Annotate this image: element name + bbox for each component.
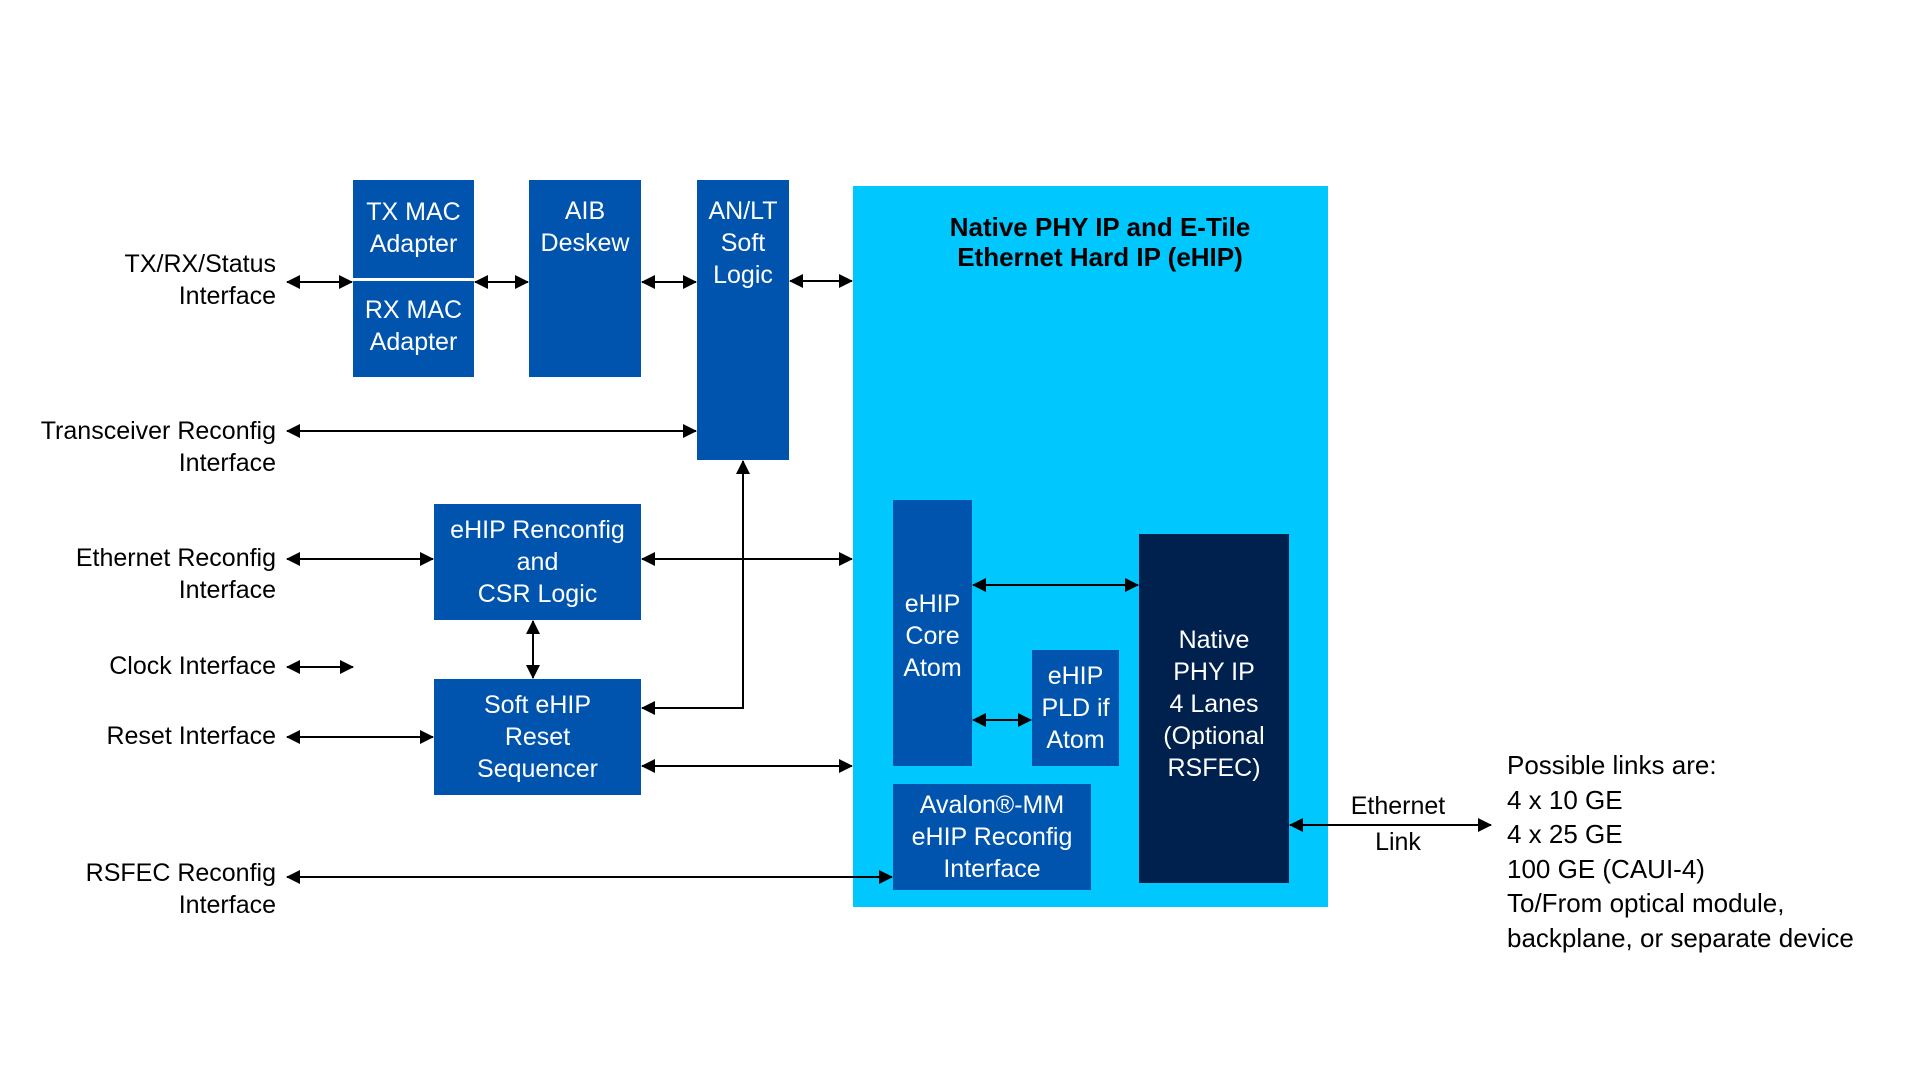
block-line: RX MAC: [364, 296, 463, 324]
block-line: Interface: [943, 855, 1041, 883]
ehip-reconfig-csr-block: eHIP Renconfig and CSR Logic: [434, 504, 641, 620]
label-line: Interface: [178, 449, 276, 477]
label-line: Link: [1375, 828, 1421, 856]
ehip-pld-if-atom-block: eHIP PLD if Atom: [1032, 650, 1119, 766]
label-line: Interface: [178, 282, 276, 310]
block-line: Atom: [903, 654, 962, 682]
aib-deskew-block: AIB Deskew: [529, 180, 641, 377]
block-line: Deskew: [540, 229, 630, 257]
link-note: To/From optical module,: [1507, 888, 1785, 918]
title-line: Native PHY IP and E-Tile: [949, 212, 1251, 242]
link-option: 100 GE (CAUI-4): [1507, 853, 1705, 884]
block-line: Adapter: [369, 230, 458, 258]
block-line: AN/LT: [708, 197, 778, 225]
block-line: Sequencer: [477, 755, 598, 783]
ethernet-link-label: Ethernet Link: [1348, 788, 1448, 860]
label-line: Interface: [178, 891, 276, 919]
block-line: Avalon®-MM: [919, 791, 1065, 819]
links-heading: Possible links are:: [1507, 750, 1717, 780]
block-line: Native: [1178, 626, 1250, 654]
avalon-mm-reconfig-interface-block: Avalon®-MM eHIP Reconfig Interface: [893, 784, 1091, 890]
block-line: PHY IP: [1173, 658, 1255, 686]
block-line: PLD if: [1041, 694, 1110, 722]
ehip-container-title: Native PHY IP and E-Tile Ethernet Hard I…: [853, 212, 1347, 272]
transceiver-reconfig-interface-label: Transceiver Reconfig Interface: [41, 415, 276, 479]
label-line: Interface: [178, 576, 276, 604]
label-line: RSFEC Reconfig: [85, 859, 276, 887]
link-note: backplane, or separate device: [1507, 922, 1854, 953]
block-line: Core: [905, 622, 960, 650]
reset-interface-label: Reset Interface: [106, 720, 276, 752]
block-line: RSFEC): [1167, 754, 1261, 782]
block-line: Soft: [720, 229, 766, 257]
ehip-core-atom-block: eHIP Core Atom: [893, 500, 972, 766]
label-line: Reset Interface: [106, 722, 276, 750]
link-option: 4 x 25 GE: [1507, 819, 1623, 849]
block-line: Soft eHIP: [484, 691, 591, 719]
title-line: Ethernet Hard IP (eHIP): [957, 242, 1243, 272]
label-line: TX/RX/Status: [124, 250, 276, 278]
block-line: Atom: [1046, 726, 1105, 754]
label-line: Ethernet: [1350, 792, 1446, 820]
tx-mac-adapter-block: TX MAC Adapter: [353, 180, 474, 278]
label-line: Transceiver Reconfig: [40, 417, 276, 445]
block-line: TX MAC: [366, 198, 461, 226]
soft-ehip-reset-sequencer-block: Soft eHIP Reset Sequencer: [434, 679, 641, 795]
block-line: 4 Lanes: [1169, 690, 1259, 718]
block-line: CSR Logic: [477, 580, 598, 608]
block-line: Adapter: [369, 328, 458, 356]
rsfec-reconfig-interface-label: RSFEC Reconfig Interface: [86, 857, 276, 921]
native-phy-ip-block: Native PHY IP 4 Lanes (Optional RSFEC): [1139, 534, 1289, 883]
clock-interface-label: Clock Interface: [109, 650, 276, 682]
block-line: and: [516, 548, 559, 576]
possible-links-list: Possible links are: 4 x 10 GE 4 x 25 GE …: [1507, 748, 1854, 955]
block-line: eHIP: [904, 590, 961, 618]
label-line: Clock Interface: [109, 652, 276, 680]
block-line: eHIP Renconfig: [450, 516, 625, 544]
block-line: Logic: [713, 261, 773, 289]
rx-mac-adapter-block: RX MAC Adapter: [353, 281, 474, 377]
tx-rx-status-interface-label: TX/RX/Status Interface: [125, 248, 276, 312]
anlt-soft-logic-block: AN/LT Soft Logic: [697, 180, 789, 460]
block-line: Reset: [504, 723, 571, 751]
block-line: eHIP Reconfig: [911, 823, 1073, 851]
block-line: eHIP: [1047, 662, 1104, 690]
link-option: 4 x 10 GE: [1507, 784, 1623, 815]
block-line: AIB: [564, 197, 606, 225]
anlt-to-reset-arrow: [641, 460, 750, 715]
label-line: Ethernet Reconfig: [75, 544, 276, 572]
ethernet-reconfig-interface-label: Ethernet Reconfig Interface: [76, 542, 276, 606]
block-line: (Optional: [1163, 722, 1265, 750]
